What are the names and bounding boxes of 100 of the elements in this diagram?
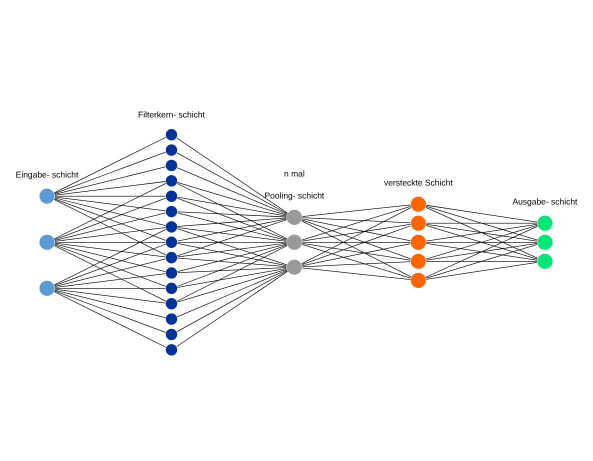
connector [54,244,166,301]
connector [176,244,288,301]
connector [177,242,287,257]
node-circle [165,128,178,141]
connector [54,228,166,285]
node-circle [165,143,178,156]
node-circle [410,214,427,232]
connector [176,244,288,286]
connector [177,257,287,266]
connector [54,212,166,240]
node-circle [165,312,178,326]
node-circle [286,208,303,226]
connector [54,166,166,194]
node-circle [165,266,178,279]
connector [176,137,288,213]
connector [302,216,411,223]
connector [54,196,166,211]
node-circle [38,233,56,250]
node-circle [165,250,178,264]
node-circle [410,252,427,270]
node-circle [165,158,178,172]
connector [177,266,287,273]
node-circle [536,214,554,232]
node-circle [38,187,56,204]
node-circle [38,280,56,296]
node-circle [165,174,178,187]
connector [54,195,166,196]
connector [54,197,166,226]
connector [177,243,287,272]
connector [54,290,166,332]
connector [54,243,166,272]
connector [176,152,288,214]
label: Filterkern- schicht [138,109,205,120]
connector [302,224,411,264]
label: n mal [284,168,305,178]
node-circle [165,204,178,218]
connector [54,151,166,194]
label: Eingabe- schicht [16,169,78,180]
connector [301,220,412,277]
connector [54,289,166,318]
node-circle [165,296,178,310]
node-circle [536,233,554,250]
node-circle [286,233,303,250]
connector [54,226,166,242]
connector [426,242,538,260]
node-circle [165,235,178,248]
connector [302,204,411,216]
connector [54,272,166,288]
connector [302,267,411,280]
connector [177,242,287,266]
connector [54,198,166,255]
connector [54,241,166,242]
connector [426,241,538,242]
connector [54,258,166,286]
connector [176,269,288,317]
connector [54,182,166,239]
connector [177,268,287,302]
connector [426,262,538,280]
connector [177,268,287,288]
connector [302,242,411,266]
connector [177,228,288,265]
connector [302,224,411,241]
connector [425,226,538,278]
connector [54,242,166,257]
connector [176,197,288,240]
connector [176,270,288,332]
connector [177,212,287,240]
label: Pooling- schicht [264,190,324,200]
connector [302,219,411,259]
connector [176,270,288,346]
connector [177,226,287,242]
node-circle [410,233,427,250]
connector [302,241,411,242]
connector [302,244,411,278]
connector [54,136,166,193]
connector [302,242,411,260]
connector [177,218,288,256]
node-circle [286,258,303,275]
connector [426,224,538,241]
connector [177,218,287,241]
connector [177,182,287,215]
connector [426,222,538,223]
node-circle [410,195,427,212]
connector [425,206,538,258]
connector [426,260,538,262]
connector [176,182,288,239]
node-circle [165,342,178,356]
connector [302,260,411,267]
connector [426,224,538,259]
connector [54,290,166,348]
connector [54,288,166,303]
connector [177,217,287,226]
node-circle [165,281,178,294]
label: Ausgabe- schicht [512,196,578,206]
connector [54,180,166,196]
connector [302,218,411,241]
node-circle [165,220,178,233]
connector [426,206,538,240]
connector [301,206,412,264]
connector [177,241,287,242]
